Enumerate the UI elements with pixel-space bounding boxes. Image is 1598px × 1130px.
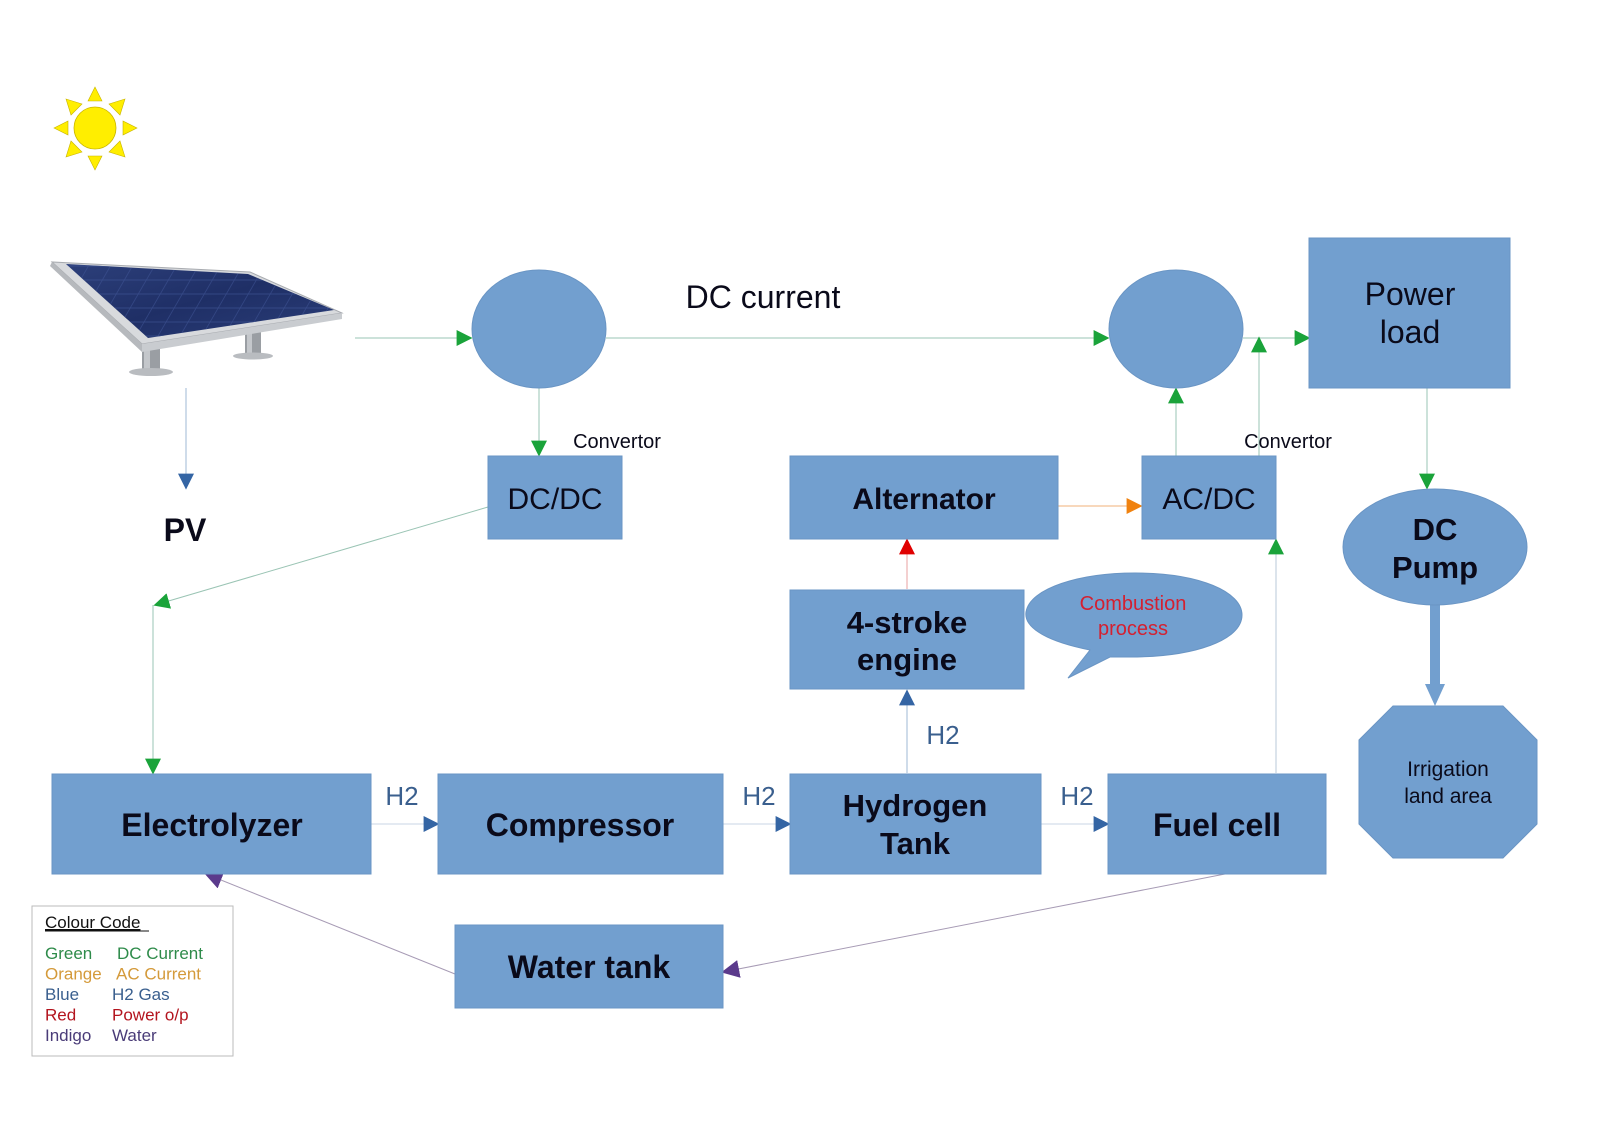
node-dc-pump: DC Pump [1342,488,1528,606]
legend-meaning: AC Current [116,965,201,984]
node-power-load: Power load [1308,237,1511,389]
dc-current-label: DC current [686,279,841,315]
node-alternator: Alternator [789,455,1059,540]
connector-fuelcell-to-watertank [721,873,1226,978]
dc-pump-label-2: Pump [1392,550,1478,585]
combustion-label-1: Combustion [1080,593,1187,615]
water-tank-label: Water tank [508,949,671,985]
combustion-speech-bubble: Combustion process [1025,572,1243,679]
fuel-cell-label: Fuel cell [1153,807,1281,843]
convertor-label-left: Convertor [573,431,661,453]
legend-row: Blue H2 Gas [45,985,170,1004]
node-water-tank: Water tank [454,924,724,1009]
node-compressor: Compressor [437,773,724,875]
legend-meaning: DC Current [117,944,203,963]
h2-label-compressor-tank: H2 [742,781,775,811]
node-ac-dc: AC/DC [1141,455,1277,540]
legend-row: Red Power o/p [45,1006,189,1025]
sun-icon [53,86,138,171]
legend-row: Indigo Water [45,1026,157,1045]
h2-label-electrolyzer-compressor: H2 [385,781,418,811]
legend-color-name: Blue [45,985,79,1004]
compressor-label: Compressor [486,807,675,843]
legend-meaning: H2 Gas [112,985,170,1004]
dc-junction-left [471,269,607,389]
irrigation-label-1: Irrigation [1407,758,1489,781]
legend-color-name: Green [45,944,92,963]
alternator-label: Alternator [852,483,996,516]
electrolyzer-label: Electrolyzer [121,807,302,843]
legend-title: Colour Code [45,913,140,932]
node-dc-dc: DC/DC [487,455,623,540]
connectors [145,330,1445,978]
h2-label-tank-fuelcell: H2 [1060,781,1093,811]
pv-label: PV [164,512,207,548]
hydrogen-tank-label-2: Tank [880,826,951,861]
connector-watertank-to-electrolyzer [204,871,456,975]
combustion-label-2: process [1098,618,1168,640]
node-irrigation: Irrigation land area [1358,705,1538,859]
power-load-label-1: Power [1365,276,1456,312]
legend-row: Orange AC Current [45,965,201,984]
hydrogen-tank-label-1: Hydrogen [843,788,988,823]
legend-color-name: Orange [45,965,102,984]
node-electrolyzer: Electrolyzer [51,773,372,875]
legend-row: Green DC Current [45,944,203,963]
dc-dc-label: DC/DC [508,483,603,516]
solar-panel-icon [50,261,344,376]
legend-color-name: Indigo [45,1026,91,1045]
dc-pump-label-1: DC [1413,512,1458,547]
ac-dc-label: AC/DC [1162,483,1255,516]
node-fuel-cell: Fuel cell [1107,773,1327,875]
pump-to-irrigation-arrow [1425,604,1445,706]
convertor-label-right: Convertor [1244,431,1332,453]
connector-dcdc-to-left [153,506,489,609]
engine-label-2: engine [857,642,957,677]
legend-color-name: Red [45,1006,76,1025]
legend-meaning: Power o/p [112,1006,189,1025]
dc-junction-right [1108,269,1244,389]
node-hydrogen-tank: Hydrogen Tank [789,773,1042,875]
legend-meaning: Water [112,1026,157,1045]
irrigation-label-2: land area [1404,785,1492,808]
h2-label-tank-engine: H2 [926,720,959,750]
power-load-label-2: load [1380,314,1441,350]
engine-label-1: 4-stroke [847,605,968,640]
node-engine: 4-stroke engine [789,589,1025,690]
